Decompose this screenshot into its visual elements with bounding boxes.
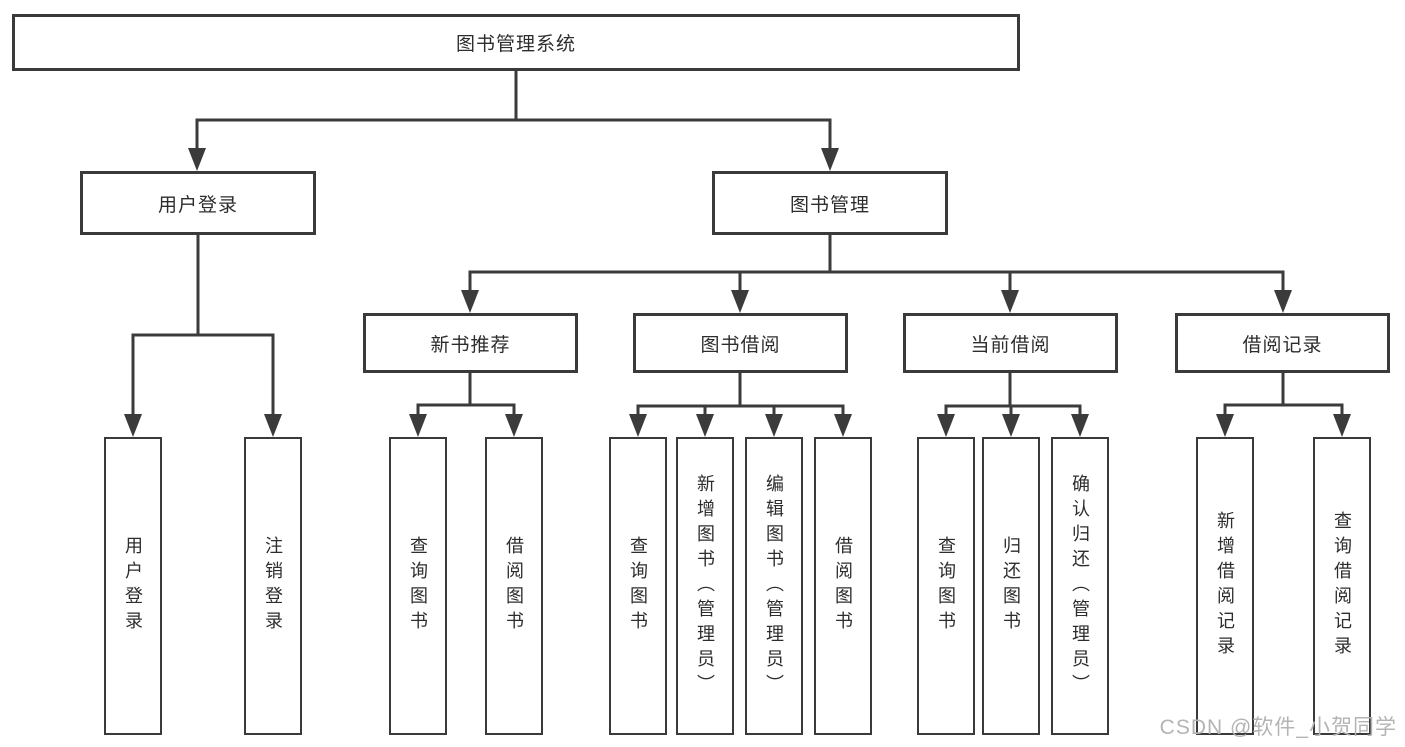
leaf-add-books-admin: 新增图书（管理员） xyxy=(676,437,734,735)
leaf-logout: 注销登录 xyxy=(244,437,302,735)
node-root: 图书管理系统 xyxy=(12,14,1020,71)
node-new-book-recommend: 新书推荐 xyxy=(363,313,578,373)
leaf-add-borrow-record: 新增借阅记录 xyxy=(1196,437,1254,735)
leaf-borrow-books-recommend: 借阅图书 xyxy=(485,437,543,735)
leaf-return-books: 归还图书 xyxy=(982,437,1040,735)
node-book-borrowing: 图书借阅 xyxy=(633,313,848,373)
leaf-user-login: 用户登录 xyxy=(104,437,162,735)
node-user-login: 用户登录 xyxy=(80,171,316,235)
node-book-management: 图书管理 xyxy=(712,171,948,235)
csdn-watermark: CSDN @软件_小贺同学 xyxy=(1159,716,1397,739)
connector-lines xyxy=(131,71,1344,416)
leaf-query-books-recommend: 查询图书 xyxy=(389,437,447,735)
arrowheads xyxy=(124,148,1351,437)
leaf-edit-books-admin: 编辑图书（管理员） xyxy=(745,437,803,735)
leaf-confirm-return-admin: 确认归还（管理员） xyxy=(1051,437,1109,735)
node-borrowing-records: 借阅记录 xyxy=(1175,313,1390,373)
leaf-query-borrow-record: 查询借阅记录 xyxy=(1313,437,1371,735)
leaf-borrow-books: 借阅图书 xyxy=(814,437,872,735)
leaf-query-books-borrowing: 查询图书 xyxy=(609,437,667,735)
leaf-query-books-current: 查询图书 xyxy=(917,437,975,735)
node-current-borrowing: 当前借阅 xyxy=(903,313,1118,373)
